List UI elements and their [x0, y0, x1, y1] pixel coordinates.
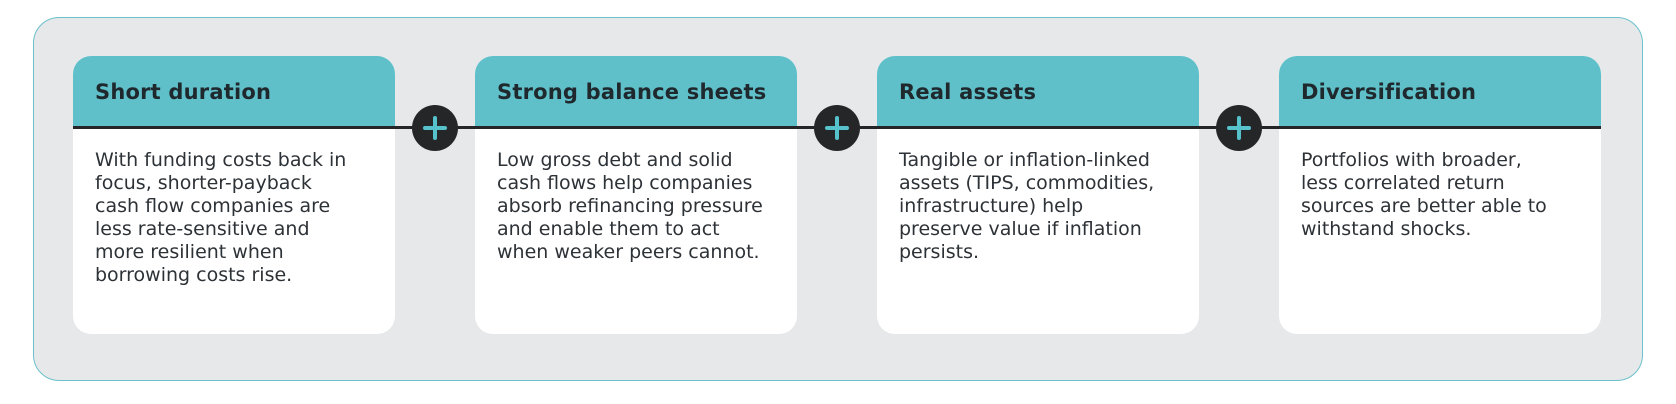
card-body-text: Portfolios with broader, less correlated…: [1301, 149, 1547, 240]
plus-badge: [814, 104, 860, 151]
card-title: Strong balance sheets: [497, 80, 767, 104]
card-header: Diversification: [1279, 56, 1601, 128]
card-title: Diversification: [1301, 80, 1477, 104]
card-body-text: Tangible or inflation-linked assets (TIP…: [899, 149, 1155, 263]
card-title: Short duration: [95, 80, 272, 104]
card-body-text: Low gross debt and solid cash flows help…: [497, 149, 763, 263]
card-header: Short duration: [73, 56, 395, 128]
plus-icon: [1216, 105, 1262, 151]
plus-icon: [814, 105, 860, 151]
card-title: Real assets: [899, 80, 1037, 104]
connector-gap: [797, 56, 877, 334]
card-header: Real assets: [877, 56, 1199, 128]
card-strong-balance-sheets: Strong balance sheets Low gross debt and…: [475, 56, 797, 334]
infographic-panel: Short duration With funding costs back i…: [33, 17, 1643, 381]
card-diversification: Diversification Portfolios with broader,…: [1279, 56, 1601, 334]
card-real-assets: Real assets Tangible or inflation-linked…: [877, 56, 1199, 334]
plus-badge: [412, 104, 458, 151]
card-short-duration: Short duration With funding costs back i…: [73, 56, 395, 334]
plus-icon: [412, 105, 458, 151]
card-body-text: With funding costs back in focus, shorte…: [95, 149, 347, 286]
connector-gap: [1199, 56, 1279, 334]
connector-gap: [395, 56, 475, 334]
plus-badge: [1216, 104, 1262, 151]
card-header: Strong balance sheets: [475, 56, 797, 128]
cards-row: Short duration With funding costs back i…: [73, 56, 1601, 334]
